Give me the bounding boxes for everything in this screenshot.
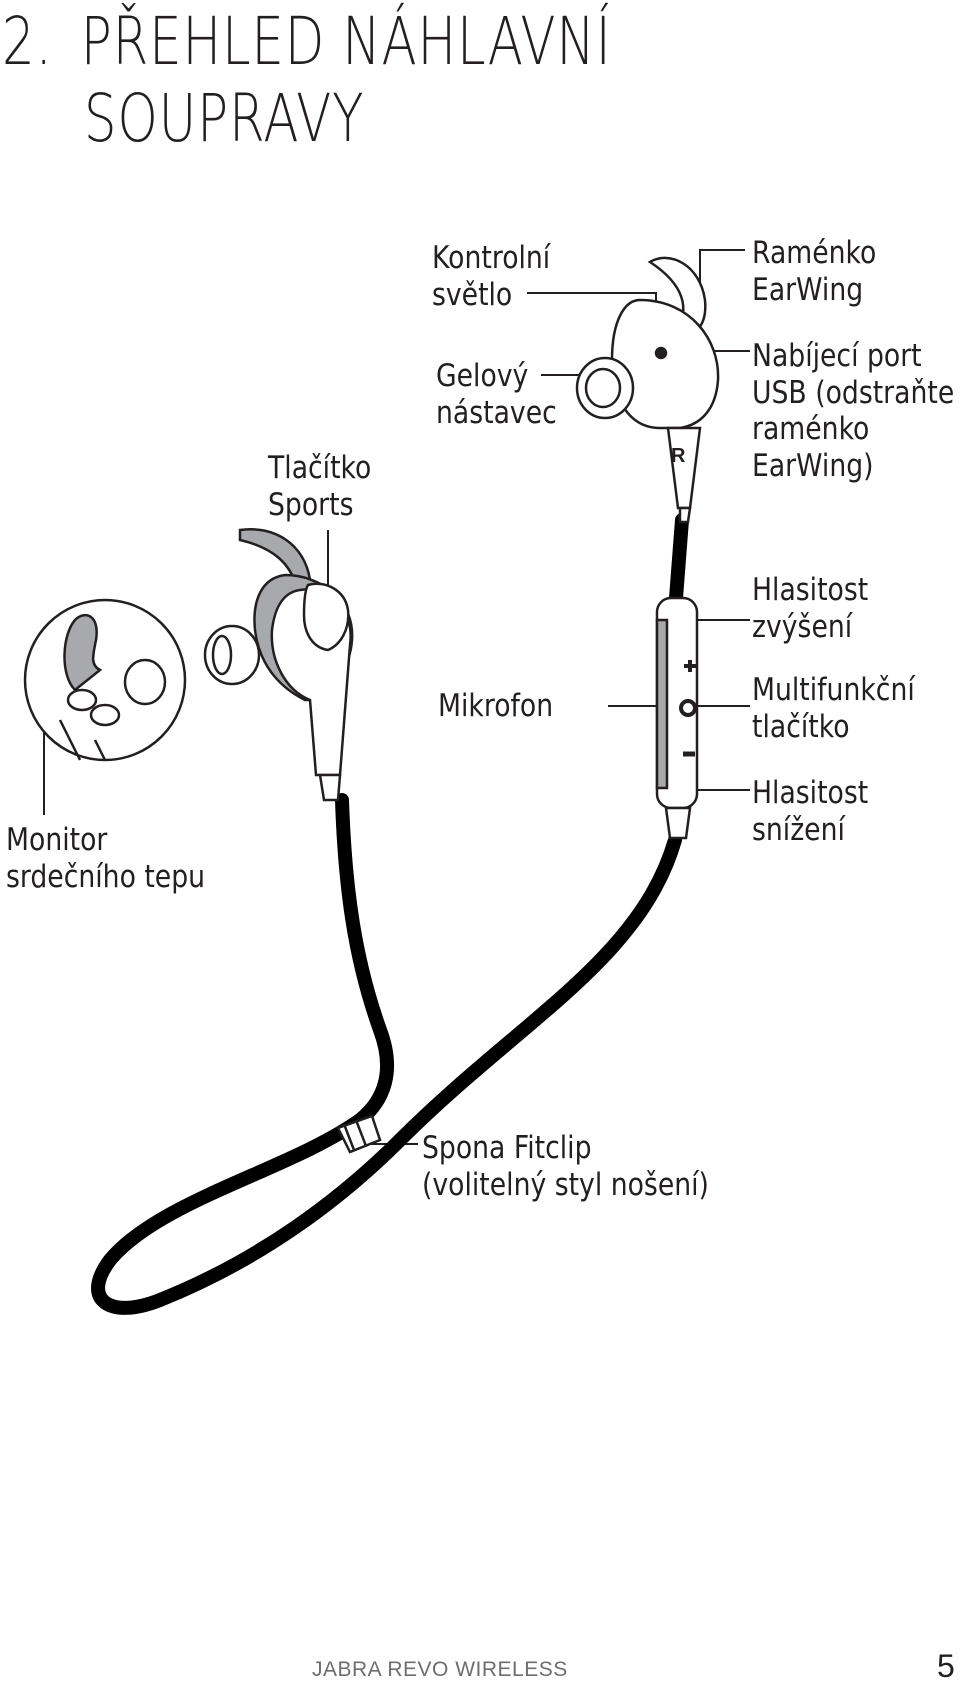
label-line: Hlasitost	[752, 572, 869, 608]
label-gelovy-nastavec: Gelový nástavec	[436, 358, 557, 431]
right-earbud	[575, 256, 720, 524]
right-stem	[666, 426, 702, 510]
label-hlasitost-zvyseni: Hlasitost zvýšení	[752, 572, 868, 645]
section-number: 2.	[2, 3, 53, 80]
footer-brand: JABRA REVO WIRELESS	[312, 1658, 568, 1681]
right-earbud-cable	[669, 513, 689, 605]
left-earbud	[203, 528, 354, 802]
remote-control	[655, 596, 699, 840]
label-line: Raménko	[752, 235, 877, 271]
fitclip	[336, 1114, 382, 1154]
label-line: Nabíjecí port	[752, 338, 922, 374]
label-mikrofon: Mikrofon	[438, 688, 553, 725]
label-spona: Spona Fitclip (volitelný styl nošení)	[422, 1130, 709, 1203]
label-line: nástavec	[436, 394, 557, 431]
indicator-light	[654, 346, 668, 360]
right-marking: R	[671, 445, 686, 467]
label-line: USB (odstraňte	[752, 374, 955, 411]
label-line: snížení	[752, 811, 845, 848]
label-line: světlo	[432, 276, 513, 313]
label-line: EarWing	[752, 271, 864, 308]
label-line: Monitor	[6, 822, 108, 858]
label-hlasitost-snizeni: Hlasitost snížení	[752, 775, 868, 848]
label-line: zvýšení	[752, 608, 853, 645]
label-line: Multifunkční	[752, 672, 915, 708]
label-line: Gelový	[436, 358, 529, 394]
label-line: EarWing)	[752, 447, 874, 484]
label-line: Tlačítko	[268, 450, 372, 486]
title-line-1: PŘEHLED NÁHLAVNÍ	[80, 3, 612, 80]
label-line: srdečního tepu	[6, 858, 206, 895]
label-ramenko-earwing: Raménko EarWing	[752, 235, 876, 308]
title-line-2: SOUPRAVY	[83, 79, 365, 157]
label-line: Mikrofon	[438, 688, 554, 724]
label-monitor: Monitor srdečního tepu	[6, 822, 205, 895]
label-line: (volitelný styl nošení)	[422, 1166, 709, 1203]
neckband-cable	[91, 793, 682, 1315]
label-line: Sports	[268, 486, 354, 523]
label-multifunkcni: Multifunkční tlačítko	[752, 672, 915, 745]
label-kontrolni-svetlo: Kontrolní světlo	[432, 240, 550, 313]
page-number: 5	[937, 1648, 955, 1684]
label-line: tlačítko	[752, 708, 850, 745]
label-nabijeci-port: Nabíjecí port USB (odstraňte raménko Ear…	[752, 338, 954, 484]
page-title: 2. PŘEHLED NÁHLAVNÍ SOUPRAVY	[2, 3, 704, 157]
leader-ramenko-earwing	[699, 249, 745, 325]
label-line: raménko	[752, 411, 870, 448]
label-line: Hlasitost	[752, 775, 869, 811]
label-line: Kontrolní	[432, 240, 551, 276]
heart-rate-inset	[23, 598, 187, 762]
label-line: Spona Fitclip	[422, 1130, 592, 1166]
label-tlacitko-sports: Tlačítko Sports	[268, 450, 371, 523]
